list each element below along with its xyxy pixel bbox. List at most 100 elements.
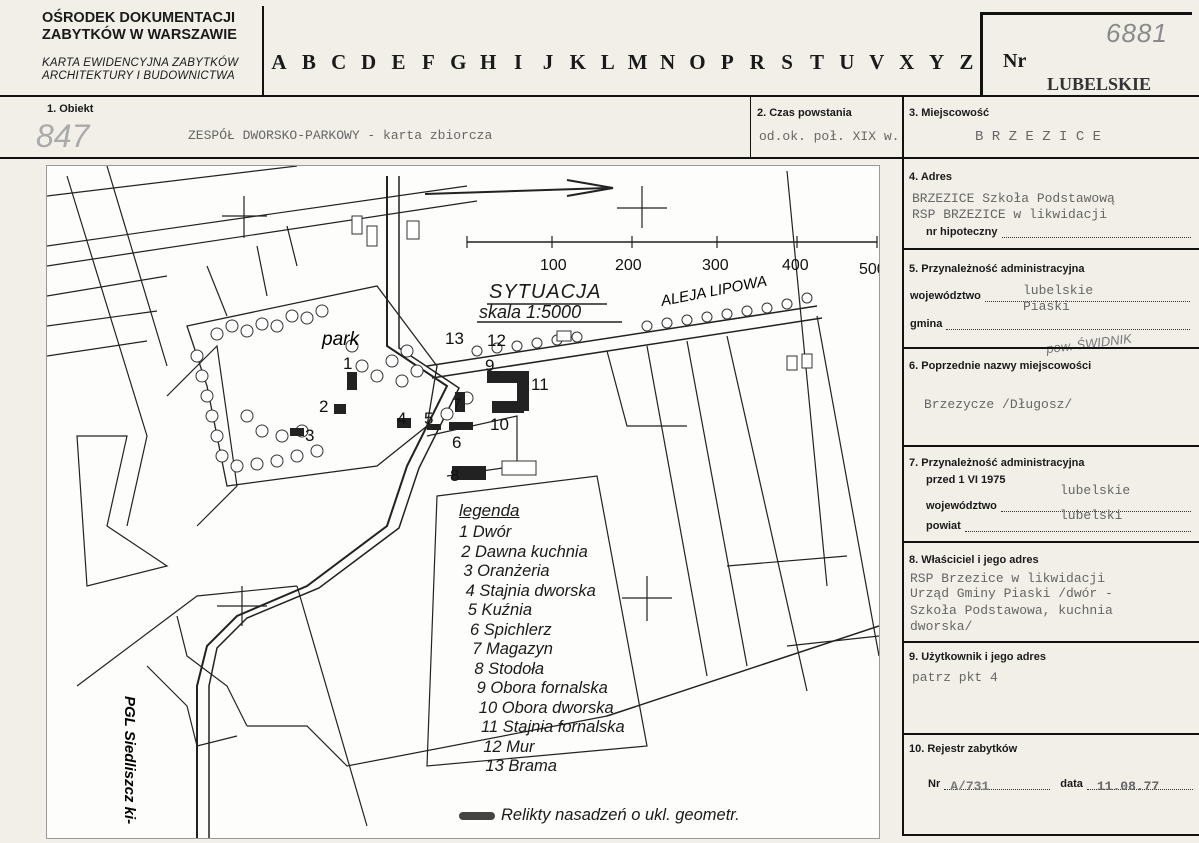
obiekt-value: ZESPÓŁ DWORSKO-PARKOWY - karta zbiorcza: [188, 128, 493, 143]
adres-line1: BRZEZICE Szkoła Podstawową: [912, 191, 1115, 206]
adres-label: 4. Adres: [909, 171, 953, 183]
nr-hipoteczny: nr hipoteczny: [926, 226, 1191, 238]
legend-item: 12 Mur: [483, 737, 535, 756]
index-letter-o: O: [689, 50, 706, 74]
wojewodztwo-value: lubelskie: [1023, 283, 1094, 298]
scale-tick-500m: 500m: [859, 261, 879, 278]
legend-title: legenda: [459, 501, 520, 520]
obiekt-handwritten: 847: [36, 118, 90, 154]
scale-tick-300: 300: [702, 257, 729, 274]
gmina-handwritten: pow. ŚWIDNIK: [1045, 330, 1133, 357]
index-letter-h: H: [480, 50, 497, 74]
index-letter-e: E: [391, 50, 406, 74]
miejscowosc-value: B R Z E Z I C E: [975, 129, 1102, 145]
legend-item: 10 Obora dworska: [478, 698, 614, 717]
nr-label: Nr: [1003, 50, 1027, 72]
legend-item: 3 Oranżeria: [463, 562, 550, 580]
legend-item: 8 Stodoła: [474, 659, 545, 678]
situation-title: SYTUACJA: [489, 281, 602, 303]
index-letter-l: L: [600, 50, 615, 74]
legend-item: 2 Dawna kuchnia: [461, 542, 588, 561]
map-number-9: 9: [485, 356, 494, 375]
pgl-label: PGL Siedliszcz ki-: [121, 696, 138, 824]
index-letter-x: X: [899, 50, 915, 74]
index-letter-j: J: [542, 50, 554, 74]
card-type: KARTA EWIDENCYJNA ZABYTKÓW ARCHITEKTURY …: [42, 57, 239, 82]
obiekt-label: 1. Obiekt: [47, 103, 94, 115]
wojewodztwo75-value: lubelskie: [1060, 483, 1131, 498]
uzytkownik-label: 9. Użytkownik i jego adres: [909, 651, 1046, 663]
index-letter-g: G: [450, 50, 467, 74]
legend-item: 7 Magazyn: [472, 640, 553, 658]
adres-line2: RSP BRZEZICE w likwidacji: [912, 207, 1108, 222]
map-number-7: 7: [452, 395, 461, 414]
miejscowosc-label: 3. Miejscowość: [909, 107, 990, 119]
legend-item: 5 Kuźnia: [467, 601, 533, 619]
map-number-13: 13: [445, 329, 464, 348]
rejestr-label: 10. Rejestr zabytków: [909, 743, 1018, 755]
index-letter-r: R: [749, 50, 765, 74]
map-number-6: 6: [452, 433, 461, 452]
index-letter-z: Z: [959, 50, 974, 74]
index-letter-f: F: [421, 50, 435, 74]
index-letter-u: U: [839, 50, 855, 74]
map-number-2: 2: [319, 397, 328, 416]
wlasciciel-line4: dworska/: [910, 619, 973, 634]
czas-label: 2. Czas powstania: [757, 107, 852, 119]
wlasciciel-label: 8. Właściciel i jego adres: [909, 554, 1039, 566]
wojewodztwo-row: województwo: [910, 290, 1190, 302]
powiat-row: powiat: [926, 520, 1191, 532]
scale-tick-400: 400: [782, 257, 809, 274]
index-letter-b: B: [301, 50, 316, 74]
index-letter-k: K: [569, 50, 587, 74]
gmina-value: Piaski: [1023, 299, 1070, 314]
index-letter-a: A: [271, 50, 287, 74]
tree-symbol-icon: [459, 811, 495, 820]
czas-value: od.ok. poł. XIX w.: [759, 129, 900, 144]
nr-handwritten: 6881: [1106, 18, 1168, 48]
map-number-11: 11: [531, 375, 549, 394]
wlasciciel-line3: Szkoła Podstawowa, kuchnia: [910, 603, 1113, 618]
map-number-4: 4: [397, 409, 406, 428]
rejestr-nr: A/731: [950, 779, 990, 794]
scale-tick-200: 200: [615, 257, 642, 274]
map-number-10: 10: [490, 415, 509, 434]
index-letter-i: I: [513, 50, 523, 74]
map-number-5: 5: [424, 409, 433, 428]
region-label: LUBELSKIE: [1047, 74, 1152, 94]
legend-item: 4 Stajnia dworska: [465, 581, 596, 600]
legend-item: 6 Spichlerz: [470, 620, 552, 639]
site-plan-map: 100 200 300 400 500m 1 2 3 4 5 6 7 8 9 1…: [46, 165, 880, 839]
scale-tick-100: 100: [540, 257, 567, 274]
map-number-12: 12: [487, 331, 506, 350]
map-number-8: 8: [450, 466, 459, 485]
map-number-3: 3: [305, 426, 314, 445]
index-letter-s: S: [781, 50, 793, 74]
index-letter-m: M: [627, 50, 648, 74]
index-letter-d: D: [361, 50, 377, 74]
legend-item: 13 Brama: [485, 757, 557, 775]
przynaleznosc-label: 5. Przynależność administracyjna: [909, 263, 1085, 275]
relikty-note: Relikty nasadzeń o ukl. geometr.: [459, 806, 740, 825]
index-letter-c: C: [331, 50, 347, 74]
situation-scale: skala 1:5000: [479, 302, 582, 322]
map-number-1: 1: [343, 354, 352, 373]
map-drawing: 100 200 300 400 500m 1 2 3 4 5 6 7 8 9 1…: [47, 166, 879, 838]
poprzednie-value: Brzezycze /Długosz/: [924, 397, 1073, 412]
wojewodztwo75-row: województwo: [926, 500, 1191, 512]
alley-label: ALEJA LIPOWA: [659, 273, 769, 310]
powiat-value: lubelski: [1060, 508, 1123, 523]
gmina-row: gmina: [910, 318, 1190, 330]
index-letter-n: N: [659, 50, 676, 74]
legend-item: 9 Obora fornalska: [476, 679, 608, 697]
przynaleznosc75-label: 7. Przynależność administracyjna: [909, 457, 1085, 469]
org-name: OŚRODEK DOKUMENTACJI ZABYTKÓW W WARSZAWI…: [42, 10, 237, 43]
index-letter-y: Y: [928, 50, 945, 74]
poprzednie-label: 6. Poprzednie nazwy miejscowości: [909, 360, 1092, 372]
index-letter-p: P: [720, 50, 734, 74]
index-letter-t: T: [809, 50, 824, 74]
rejestr-row: Nr A/731 data 11.08.77: [928, 778, 1193, 794]
